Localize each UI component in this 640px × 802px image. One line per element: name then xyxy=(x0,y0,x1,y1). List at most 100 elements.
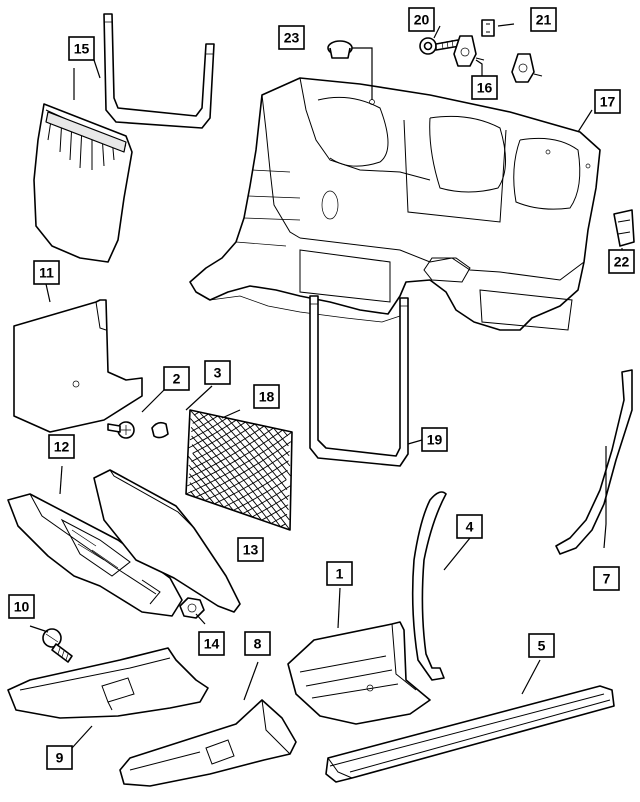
callout-19: 19 xyxy=(421,427,448,452)
net-strand xyxy=(242,485,291,514)
net-strand xyxy=(263,425,290,457)
net-strand xyxy=(251,494,290,518)
part-17-carpet xyxy=(189,77,601,331)
callout-22: 22 xyxy=(608,249,635,274)
svg-text:10: 10 xyxy=(14,599,30,615)
part-10-screw xyxy=(42,628,73,663)
net-strand xyxy=(189,417,228,441)
net-strand xyxy=(189,473,215,505)
part-16-retainer-a xyxy=(453,35,485,67)
part-5-sill-plate xyxy=(325,685,615,783)
callout-7: 7 xyxy=(593,566,620,591)
svg-text:19: 19 xyxy=(427,432,443,448)
net-strand xyxy=(280,523,287,528)
callout-21: 21 xyxy=(530,7,557,32)
svg-text:22: 22 xyxy=(614,254,630,270)
net-strand xyxy=(187,429,283,487)
part-13-panel xyxy=(93,469,241,613)
net-strand xyxy=(254,423,291,467)
callout-2: 2 xyxy=(163,366,190,391)
callout-10: 10 xyxy=(8,594,35,619)
callout-9: 9 xyxy=(46,745,73,770)
net-strand xyxy=(192,421,246,454)
svg-text:23: 23 xyxy=(284,30,300,46)
net-strand xyxy=(195,441,292,498)
net-strand xyxy=(189,425,265,471)
net-strand xyxy=(185,431,293,495)
part-4-weatherstrip xyxy=(411,491,447,681)
part-20-screw xyxy=(419,37,461,55)
net-mesh xyxy=(185,409,293,531)
callout-8: 8 xyxy=(244,631,271,656)
part-23-push-pin xyxy=(327,40,373,100)
svg-text:16: 16 xyxy=(477,80,493,96)
svg-text:13: 13 xyxy=(243,542,259,558)
svg-text:8: 8 xyxy=(254,636,262,652)
svg-text:20: 20 xyxy=(414,12,430,28)
svg-text:18: 18 xyxy=(259,389,275,405)
part-8-sill-trim xyxy=(119,699,297,787)
net-strand xyxy=(282,429,289,437)
svg-text:7: 7 xyxy=(603,571,611,587)
part-16-retainer-b xyxy=(511,53,543,83)
svg-text:4: 4 xyxy=(466,519,474,535)
callout-14: 14 xyxy=(198,631,225,656)
net-strand xyxy=(208,413,289,511)
part-7-weatherstrip xyxy=(555,369,633,555)
net-strand xyxy=(190,418,281,527)
net-strand xyxy=(188,464,225,508)
part-21-clip xyxy=(481,19,515,37)
net-strand xyxy=(270,513,288,524)
callout-3: 3 xyxy=(204,360,231,385)
net-strand xyxy=(191,435,262,521)
part-15-storage-pocket xyxy=(33,103,133,263)
net-strand xyxy=(198,411,290,521)
net-strand xyxy=(190,426,272,524)
callout-20: 20 xyxy=(408,7,435,32)
svg-text:3: 3 xyxy=(214,365,222,381)
callout-23: 23 xyxy=(278,25,305,50)
net-strand xyxy=(223,469,288,508)
svg-text:11: 11 xyxy=(39,265,54,281)
net-strand xyxy=(191,423,256,462)
leader-lines xyxy=(29,25,607,749)
svg-text:1: 1 xyxy=(336,566,344,582)
callout-5: 5 xyxy=(528,633,555,658)
svg-text:14: 14 xyxy=(204,636,220,652)
net-strand xyxy=(214,460,289,505)
svg-text:15: 15 xyxy=(74,41,90,57)
net-strand xyxy=(261,504,289,521)
part-11-panel xyxy=(13,299,143,433)
net-strand xyxy=(190,490,196,498)
part-18-cargo-net xyxy=(185,409,293,531)
part-3-plug xyxy=(151,421,169,439)
callout-4: 4 xyxy=(456,514,483,539)
net-strand xyxy=(245,421,291,477)
svg-text:21: 21 xyxy=(536,12,552,28)
callout-11: 11 xyxy=(33,260,60,285)
net-strand xyxy=(189,482,206,501)
net-strand xyxy=(192,453,244,514)
net-strand xyxy=(273,427,289,447)
net-strand xyxy=(193,411,200,416)
callout-17: 17 xyxy=(594,89,621,114)
svg-text:12: 12 xyxy=(54,439,70,455)
net-strand xyxy=(192,413,209,424)
part-15-frame-bar xyxy=(103,13,215,129)
part-2-screw xyxy=(107,421,135,439)
callout-16: 16 xyxy=(471,75,498,100)
net-strand xyxy=(236,419,287,480)
part-12-cover xyxy=(7,493,183,617)
callout-13: 13 xyxy=(237,537,264,562)
net-strand xyxy=(204,450,290,501)
net-strand xyxy=(217,415,289,500)
part-14-nut xyxy=(179,597,205,619)
callout-12: 12 xyxy=(48,434,75,459)
net-strand xyxy=(233,479,287,511)
part-9-sill-plate xyxy=(7,647,209,719)
svg-text:9: 9 xyxy=(56,750,64,766)
svg-text:2: 2 xyxy=(173,371,181,387)
svg-text:5: 5 xyxy=(538,638,546,654)
callout-15: 15 xyxy=(68,36,95,61)
